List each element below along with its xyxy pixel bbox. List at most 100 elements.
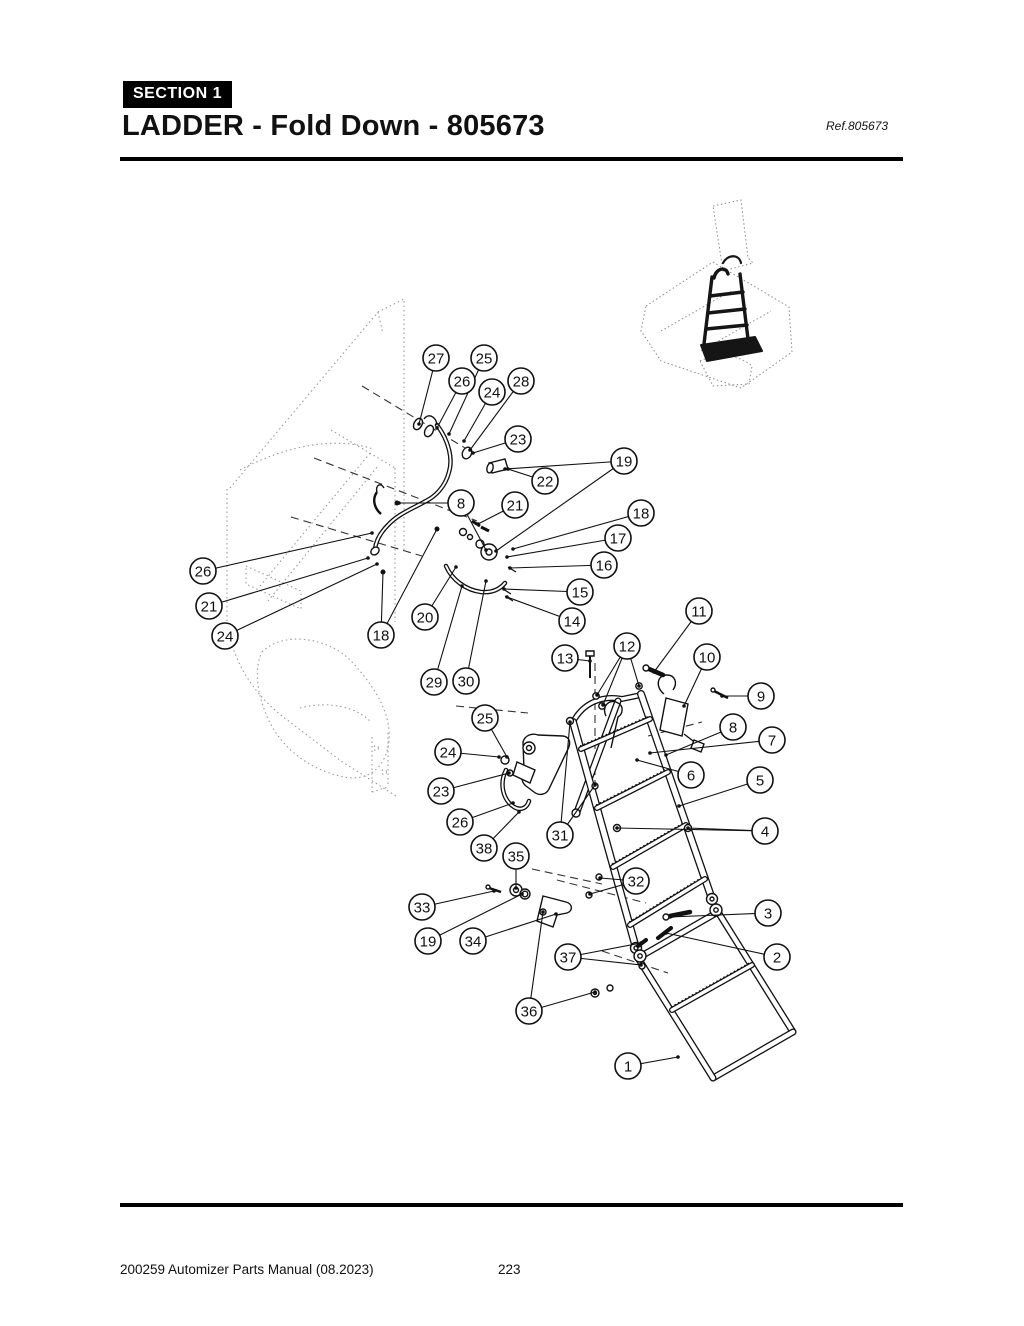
- callout-number: 11: [691, 603, 707, 620]
- callout-24: 24: [434, 738, 462, 766]
- callout-circle: [504, 425, 532, 453]
- thumb-ladder-handle: [721, 255, 743, 265]
- callout-29: 29: [420, 668, 448, 696]
- leader-line-19: [504, 460, 625, 470]
- leader-endpoint: [677, 804, 681, 808]
- callout-number: 13: [557, 650, 574, 667]
- leader-endpoint: [502, 587, 506, 591]
- callout-number: 20: [417, 609, 434, 626]
- callout-number: 8: [457, 495, 465, 512]
- callout-12: 12: [613, 632, 641, 660]
- set-screw: [480, 525, 490, 533]
- leader-line-21: [208, 557, 369, 607]
- callout-37: 37: [554, 943, 582, 971]
- leader-line-19: [427, 893, 523, 942]
- callout-number: 21: [507, 497, 524, 514]
- callout-circle: [427, 777, 455, 805]
- leader-endpoint: [601, 703, 605, 707]
- callout-6: 6: [677, 761, 705, 789]
- centerline: [556, 879, 647, 904]
- step-frame-left-core: [635, 955, 716, 1081]
- leader-endpoint: [375, 562, 379, 566]
- machine-bracket-hole: [380, 768, 388, 776]
- callout-33: 33: [408, 893, 436, 921]
- callout-22: 22: [531, 467, 559, 495]
- callout-number: 5: [756, 772, 764, 789]
- leader-endpoint: [505, 595, 509, 599]
- callout-32: 32: [622, 867, 650, 895]
- step-ear-hole: [713, 907, 719, 913]
- step-frame-right-core: [715, 909, 796, 1035]
- centerline: [601, 950, 669, 974]
- callout-number: 33: [414, 899, 431, 916]
- callout-number: 7: [768, 732, 776, 749]
- nut: [642, 664, 650, 672]
- callout-circle: [546, 821, 574, 849]
- callout-circle: [195, 592, 223, 620]
- machine-door: [245, 565, 302, 610]
- machine-bracket-hole: [372, 744, 380, 752]
- callout-15: 15: [566, 578, 594, 606]
- callout-number: 24: [440, 744, 457, 761]
- machine-mast: [229, 298, 405, 552]
- leader-line-31: [559, 721, 571, 836]
- ladder-rung-1-core: [579, 717, 652, 751]
- leader-endpoint: [447, 432, 451, 436]
- callout-circle: [693, 643, 721, 671]
- leader-endpoint: [682, 704, 686, 708]
- machine-bracket: [371, 733, 389, 793]
- bolt-13-head: [585, 650, 595, 657]
- callout-circle: [447, 489, 475, 517]
- leader-line-30: [465, 580, 487, 682]
- callout-number: 9: [757, 688, 765, 705]
- callout-circle: [367, 621, 395, 649]
- callout-number: 26: [452, 814, 469, 831]
- callout-number: 24: [484, 384, 501, 401]
- leader-endpoint: [514, 886, 518, 890]
- callout-number: 18: [633, 505, 650, 522]
- leader-endpoint: [593, 783, 597, 787]
- leader-endpoint: [635, 758, 639, 762]
- ladder-rail-left-core: [570, 719, 639, 951]
- callout-circle: [422, 344, 450, 372]
- callout-35: 35: [502, 842, 530, 870]
- callout-circle: [622, 867, 650, 895]
- leader-endpoint: [639, 963, 643, 967]
- callout-24: 24: [211, 622, 239, 650]
- callout-circle: [411, 603, 439, 631]
- callout-38: 38: [470, 834, 498, 862]
- leader-line-26: [202, 532, 373, 572]
- callout-circle: [746, 766, 774, 794]
- leader-line-24: [224, 563, 378, 637]
- leader-endpoint: [595, 693, 599, 697]
- callout-7: 7: [758, 726, 786, 754]
- callout-19: 19: [610, 447, 638, 475]
- callout-13: 13: [551, 644, 579, 672]
- bolt: [606, 984, 614, 992]
- machine-panel-top: [330, 429, 396, 469]
- screw-9-head: [710, 687, 716, 693]
- callout-circle: [459, 927, 487, 955]
- z-bracket: [536, 895, 573, 928]
- callout-circle: [211, 622, 239, 650]
- leader-endpoint: [588, 892, 592, 896]
- callout-31: 31: [546, 821, 574, 849]
- thumb-ladder-rung: [706, 307, 747, 315]
- callout-number: 35: [508, 848, 525, 865]
- leader-line-2: [665, 932, 778, 958]
- rung-serration: [670, 961, 752, 1008]
- section-label: SECTION 1: [123, 81, 232, 108]
- footer-rule: [120, 1203, 903, 1207]
- spacer-end: [486, 462, 494, 474]
- leader-endpoint: [462, 439, 466, 443]
- callout-circle: [566, 578, 594, 606]
- callout-36: 36: [515, 997, 543, 1025]
- callout-26: 26: [448, 367, 476, 395]
- rail-pivot-hole: [709, 896, 715, 902]
- leader-endpoint: [381, 570, 385, 574]
- leader-endpoint: [593, 990, 597, 994]
- callout-circle: [434, 738, 462, 766]
- callout-circle: [501, 491, 529, 519]
- leader-endpoint: [476, 522, 480, 526]
